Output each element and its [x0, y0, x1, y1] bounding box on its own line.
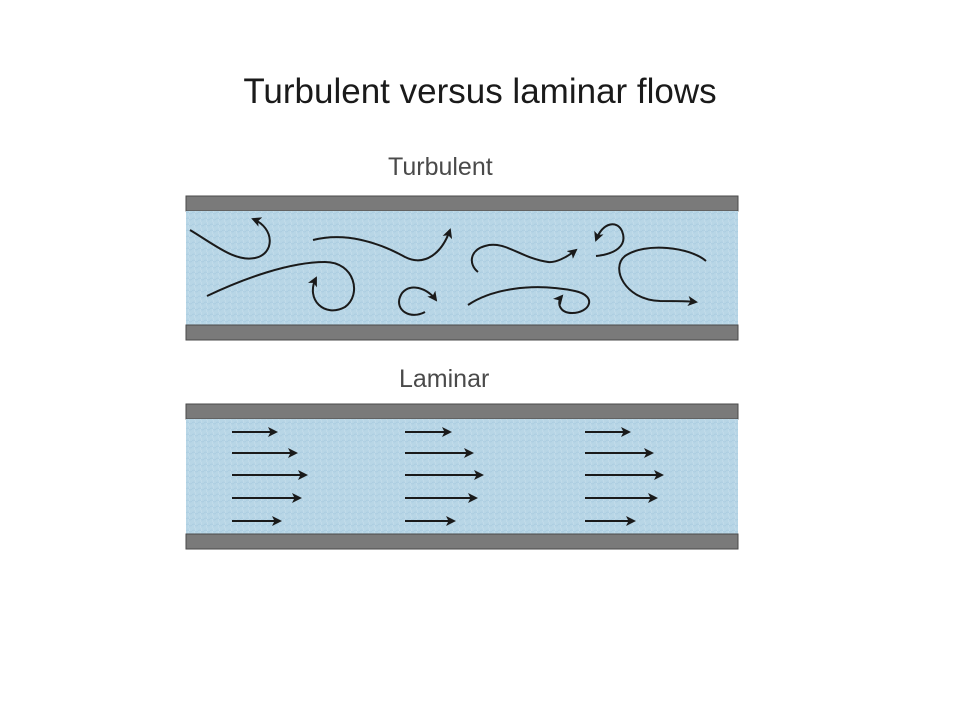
turbulent-pipe-bottom-wall: [185, 324, 739, 341]
slide-title: Turbulent versus laminar flows: [243, 72, 717, 111]
eddy-arrow: [618, 246, 707, 306]
turbulent-eddy-arrows: [189, 217, 707, 316]
eddy-arrow: [594, 223, 625, 257]
eddy-arrow: [398, 286, 438, 316]
turbulent-label: Turbulent: [388, 153, 493, 181]
laminar-velocity-profile-right: [585, 427, 664, 526]
laminar-label: Laminar: [399, 365, 489, 393]
laminar-fluid-channel: [186, 419, 738, 534]
eddy-arrow: [470, 243, 578, 273]
laminar-panel: Laminar: [185, 365, 739, 550]
turbulent-fluid-channel: [186, 211, 738, 325]
laminar-pipe-bottom-wall: [185, 533, 739, 550]
laminar-pipe-top-wall: [185, 403, 739, 420]
eddy-arrow: [312, 228, 453, 262]
turbulent-panel: Turbulent: [185, 153, 739, 341]
eddy-arrow: [206, 260, 355, 312]
eddy-arrow: [467, 286, 590, 315]
laminar-velocity-profile-middle: [405, 427, 484, 526]
turbulent-pipe-top-wall: [185, 195, 739, 212]
laminar-velocity-profile-left: [232, 427, 308, 526]
eddy-arrow: [189, 217, 271, 260]
